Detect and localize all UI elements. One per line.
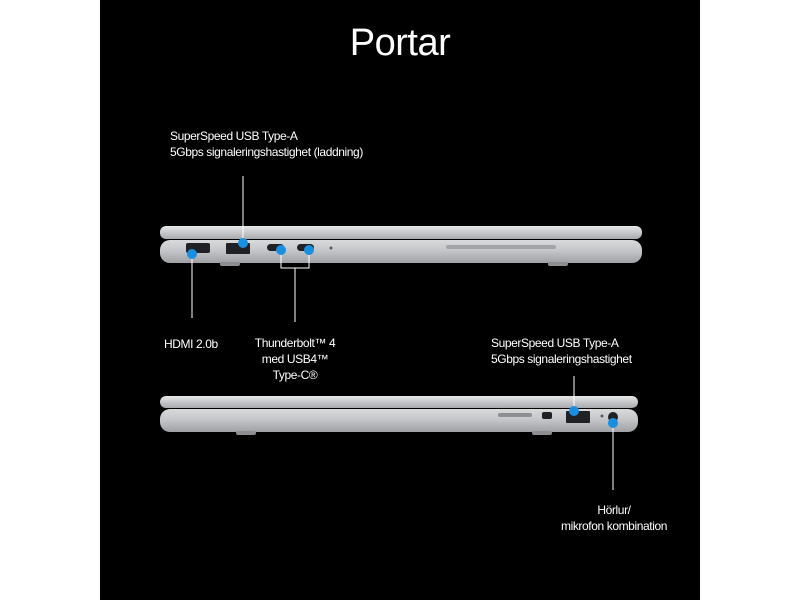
ports-panel: Portar [100,0,700,600]
blue-dot-icon [608,418,618,428]
thunderbolt-label: Thunderbolt™ 4 med USB4™ Type-C® [245,335,345,383]
label-line: Thunderbolt™ 4 [254,336,336,350]
laptop-lid [160,226,642,239]
blue-dot-icon [304,245,314,255]
label-line: mikrofon kombination [560,519,668,533]
laptop-foot [532,431,552,435]
usb-a-left-label: SuperSpeed USB Type-A 5Gbps signalerings… [170,128,363,160]
laptop-right-side [160,376,638,490]
page-title: Portar [349,22,451,64]
laptop-lid [160,396,638,408]
led-indicator [600,414,604,418]
laptop-foot [548,262,568,266]
blue-dot-icon [276,245,286,255]
label-line: HDMI 2.0b [164,337,218,351]
label-line: 5Gbps signaleringshastighet [491,352,632,366]
usb-a-right-label: SuperSpeed USB Type-A 5Gbps signalerings… [491,335,632,367]
card-slot [498,413,532,417]
lock-slot [542,412,552,419]
label-line: SuperSpeed USB Type-A [491,336,619,350]
audio-combo-label: Hörlur/ mikrofon kombination [552,502,676,534]
label-line: 5Gbps signaleringshastighet (laddning) [170,145,363,159]
laptop-foot [236,431,256,435]
label-line: Hörlur/ [597,503,631,517]
blue-dot-icon [238,238,248,248]
laptop-foot [220,262,240,266]
laptop-illustration [160,176,642,490]
hdmi-label: HDMI 2.0b [164,336,218,352]
blue-dot-icon [569,406,579,416]
laptop-left-side [160,176,642,322]
label-line: SuperSpeed USB Type-A [170,129,298,143]
label-line: med USB4™ [261,352,329,366]
vent-slot [446,245,556,249]
blue-dot-icon [187,249,197,259]
led-indicator [329,246,333,250]
label-line: Type-C® [272,368,318,382]
